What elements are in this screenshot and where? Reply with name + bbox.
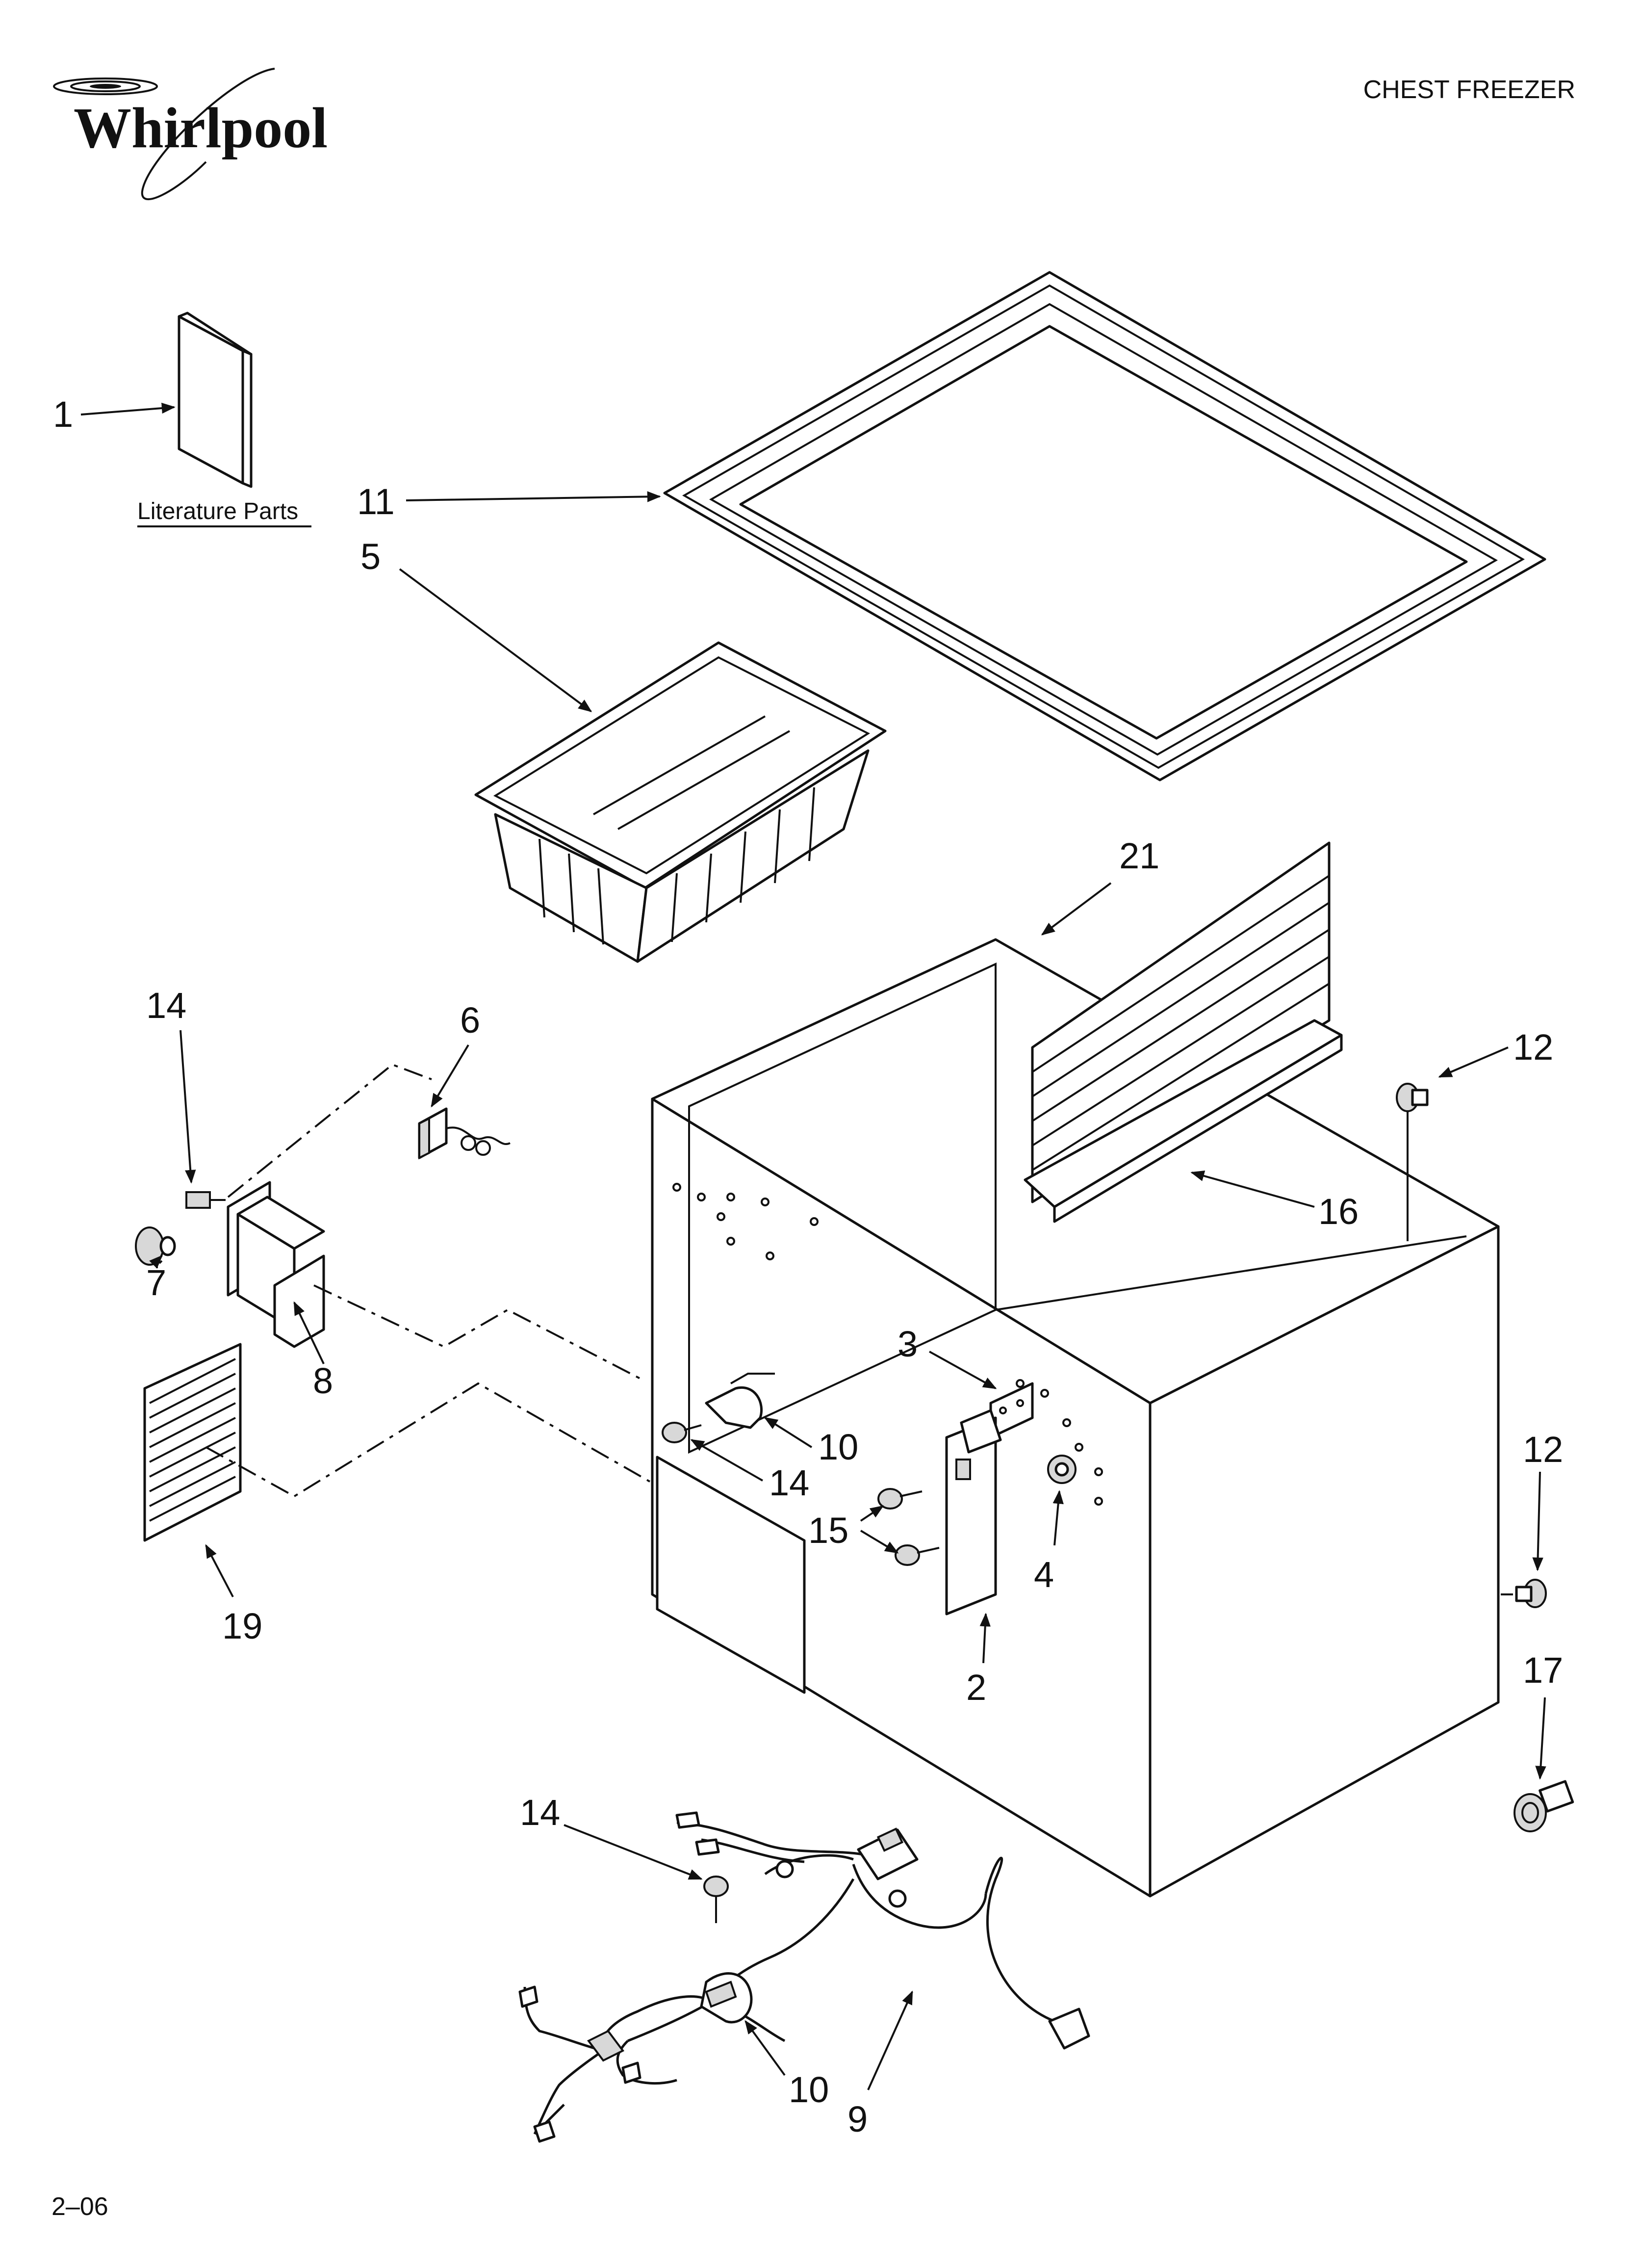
part-hinge-screw-upper	[877, 1488, 923, 1510]
callout-14-top: 14	[146, 985, 186, 1026]
part-harness-screw	[703, 1876, 729, 1923]
brand-logo: Whirlpool	[53, 68, 328, 201]
callout-6: 6	[460, 1000, 480, 1041]
part-thermostat	[418, 1107, 511, 1160]
callout-7: 7	[146, 1262, 166, 1303]
section-title: CHEST FREEZER	[1363, 76, 1575, 104]
callout-9: 9	[847, 2099, 868, 2139]
callout-17: 17	[1523, 1650, 1563, 1691]
callout-11: 11	[357, 481, 395, 522]
part-divider	[1024, 841, 1343, 1223]
callout-12-side: 12	[1523, 1429, 1563, 1470]
part-literature	[178, 312, 253, 488]
callout-14-bottom: 14	[520, 1792, 560, 1833]
part-basket	[474, 641, 887, 963]
callout-5: 5	[360, 536, 381, 577]
literature-parts-label: Literature Parts	[137, 498, 298, 524]
part-harness-clamp	[700, 1972, 753, 2024]
part-lid-gasket	[663, 271, 1546, 782]
part-clamp-cabinet	[705, 1373, 775, 1429]
callout-8: 8	[313, 1360, 333, 1401]
revision-code: 2–06	[51, 2192, 108, 2221]
part-wire-harness	[518, 1811, 1090, 2143]
callout-10-bottom: 10	[789, 2069, 829, 2110]
callout-14-mid: 14	[769, 1462, 809, 1503]
part-hinge-screw-lower	[895, 1544, 940, 1566]
part-control-knob	[135, 1226, 176, 1266]
callout-16: 16	[1318, 1191, 1359, 1232]
callout-3: 3	[898, 1324, 918, 1364]
callout-10-top: 10	[818, 1427, 858, 1467]
callout-15: 15	[808, 1510, 848, 1551]
callout-4: 4	[1034, 1554, 1054, 1595]
part-screw-cabinet	[662, 1422, 702, 1443]
callout-21: 21	[1119, 835, 1159, 876]
callout-19: 19	[222, 1606, 262, 1646]
callout-12-top: 12	[1513, 1027, 1553, 1068]
callout-2: 2	[966, 1667, 986, 1708]
brand-wordmark: Whirlpool	[74, 96, 328, 160]
callout-1: 1	[53, 394, 73, 435]
part-control-housing	[227, 1181, 325, 1348]
part-screw-top-left	[185, 1191, 226, 1209]
part-plug-side	[1515, 1579, 1547, 1608]
part-hinge-cam	[1047, 1455, 1077, 1484]
part-leveling-leg	[1514, 1780, 1574, 1832]
part-hinge	[945, 1409, 1002, 1616]
part-plug-top	[1396, 1083, 1429, 1112]
part-grille	[143, 1343, 242, 1542]
